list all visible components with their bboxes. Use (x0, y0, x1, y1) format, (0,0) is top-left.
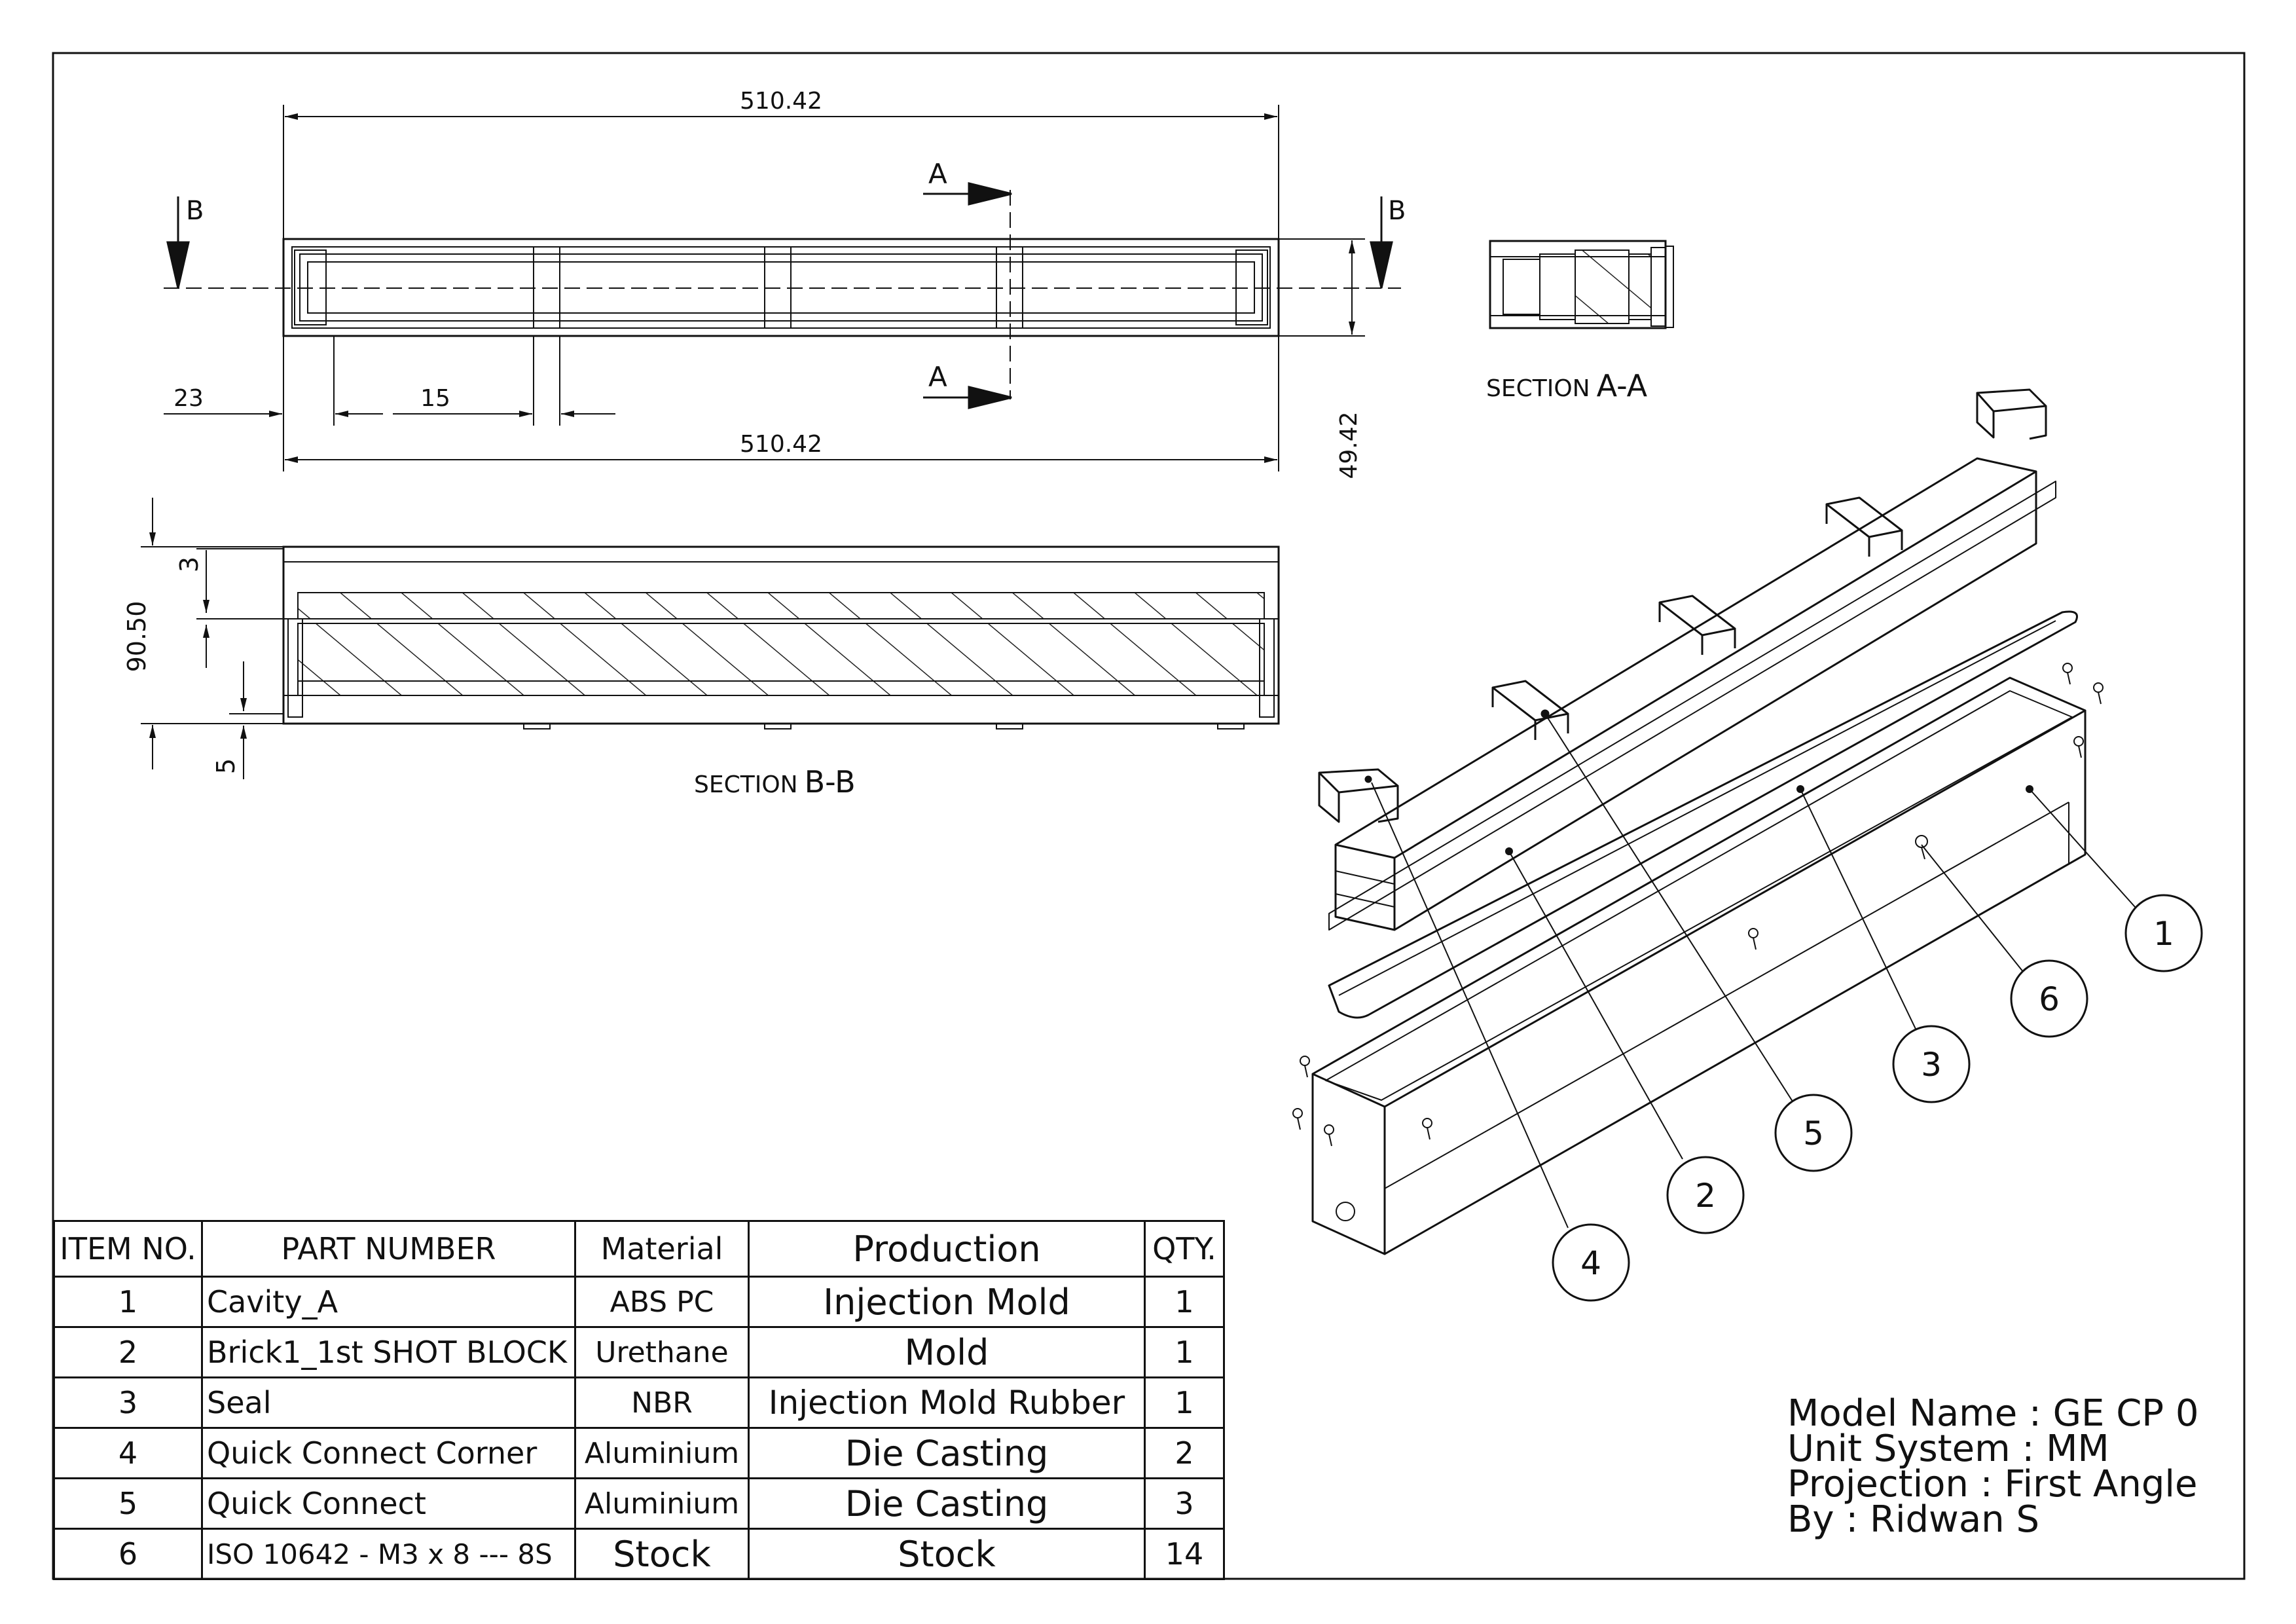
isometric-exploded-view (1292, 388, 2104, 1255)
bom-item-no: 1 (53, 1276, 203, 1328)
quick-connect-2 (1658, 595, 1736, 655)
bom-header-part: PART NUMBER (201, 1220, 576, 1278)
balloon-label: 6 (2039, 980, 2060, 1018)
bom-material: Urethane (574, 1326, 750, 1378)
cavity-base (1311, 676, 2086, 1255)
bom-header-material: Material (574, 1220, 750, 1278)
bom-header-item: ITEM NO. (53, 1220, 203, 1278)
section-aa-view (1489, 240, 1674, 329)
table-row: 3 Seal NBR Injection Mold Rubber 1 (53, 1376, 1225, 1429)
balloon-item-4: 4 (1552, 1223, 1630, 1302)
plan-view (164, 190, 1401, 399)
bill-of-materials-table: ITEM NO. PART NUMBER Material Production… (53, 1220, 1225, 1580)
table-row: 6 ISO 10642 - M3 x 8 --- 8S Stock Stock … (53, 1528, 1225, 1580)
bom-part-number: Seal (201, 1376, 576, 1429)
bom-production: Mold (748, 1326, 1146, 1378)
bom-production: Injection Mold (748, 1276, 1146, 1328)
corner-bracket-front (1318, 768, 1399, 823)
screws (1292, 663, 2104, 1147)
bom-qty: 1 (1144, 1276, 1225, 1328)
table-row: 5 Quick Connect Aluminium Die Casting 3 (53, 1477, 1225, 1530)
bom-part-number: Quick Connect (201, 1477, 576, 1530)
table-row: 1 Cavity_A ABS PC Injection Mold 1 (53, 1276, 1225, 1328)
balloon-item-3: 3 (1892, 1025, 1971, 1103)
projection: Projection : First Angle (1787, 1463, 2198, 1505)
dim-left-offset: 23 (173, 385, 204, 412)
section-a-marker-bottom: A (928, 361, 947, 393)
quick-connect-1 (1491, 680, 1569, 740)
bom-material: ABS PC (574, 1276, 750, 1328)
balloon-item-6: 6 (2010, 959, 2088, 1038)
author: By : Ridwan S (1787, 1498, 2039, 1541)
bom-part-number: Cavity_A (201, 1276, 576, 1328)
section-a-arrows (923, 182, 1012, 409)
balloon-label: 5 (1803, 1115, 1824, 1153)
bom-part-number: Quick Connect Corner (201, 1427, 576, 1479)
dim-top-wall: 3 (175, 557, 204, 572)
model-name: Model Name : GE CP 0 (1787, 1392, 2199, 1435)
section-b-marker-right: B (1388, 196, 1406, 226)
bom-qty: 3 (1144, 1477, 1225, 1530)
bom-production: Die Casting (748, 1477, 1146, 1530)
dim-bottom-overall: 510.42 (740, 431, 822, 458)
bom-qty: 1 (1144, 1376, 1225, 1429)
corner-bracket-back (1976, 388, 2047, 440)
bom-item-no: 6 (53, 1528, 203, 1580)
bom-header-production: Production (748, 1220, 1146, 1278)
balloon-label: 3 (1921, 1046, 1942, 1084)
title-info-block: Model Name : GE CP 0 Unit System : MM Pr… (1787, 1392, 2259, 1541)
cover-block (1328, 457, 2056, 931)
bom-qty: 14 (1144, 1528, 1225, 1580)
balloon-label: 1 (2153, 915, 2174, 953)
balloon-item-5: 5 (1774, 1094, 1853, 1172)
section-bb-view (282, 545, 1280, 729)
bom-material: NBR (574, 1376, 750, 1429)
bom-production: Die Casting (748, 1427, 1146, 1479)
plan-dimensions (164, 105, 1365, 471)
balloon-label: 2 (1695, 1177, 1716, 1215)
bom-part-number: Brick1_1st SHOT BLOCK (201, 1326, 576, 1378)
bom-production: Stock (748, 1528, 1146, 1580)
balloon-item-1: 1 (2124, 894, 2203, 972)
balloon-label: 4 (1580, 1244, 1601, 1282)
bom-item-no: 3 (53, 1376, 203, 1429)
bom-material: Stock (574, 1528, 750, 1580)
bom-item-no: 4 (53, 1427, 203, 1479)
bom-item-no: 2 (53, 1326, 203, 1378)
balloon-item-2: 2 (1666, 1156, 1745, 1234)
dim-top-overall: 510.42 (740, 88, 822, 115)
table-row: 2 Brick1_1st SHOT BLOCK Urethane Mold 1 (53, 1326, 1225, 1378)
section-b-arrows (166, 196, 1393, 289)
bom-production: Injection Mold Rubber (748, 1376, 1146, 1429)
dim-rib-width: 15 (420, 385, 450, 412)
leader-lines (1371, 713, 2141, 1228)
leader-dots (1505, 785, 2033, 855)
bom-material: Aluminium (574, 1477, 750, 1530)
bom-item-no: 5 (53, 1477, 203, 1530)
dim-height-plan: 49.42 (1336, 411, 1362, 479)
section-a-marker-top: A (928, 158, 947, 190)
quick-connect-3 (1825, 496, 1903, 557)
table-row: 4 Quick Connect Corner Aluminium Die Cas… (53, 1427, 1225, 1479)
seal (1328, 610, 2078, 1019)
bom-qty: 1 (1144, 1326, 1225, 1378)
unit-system: Unit System : MM (1787, 1428, 2109, 1470)
bom-qty: 2 (1144, 1427, 1225, 1479)
bom-material: Aluminium (574, 1427, 750, 1479)
section-bb-dimensions (141, 498, 283, 779)
dim-bottom-wall: 5 (211, 758, 240, 774)
bom-header-row: ITEM NO. PART NUMBER Material Production… (53, 1220, 1225, 1278)
dim-section-height: 90.50 (122, 601, 151, 673)
section-b-marker-left: B (186, 196, 204, 226)
bom-header-qty: QTY. (1144, 1220, 1225, 1278)
bom-part-number: ISO 10642 - M3 x 8 --- 8S (201, 1528, 576, 1580)
